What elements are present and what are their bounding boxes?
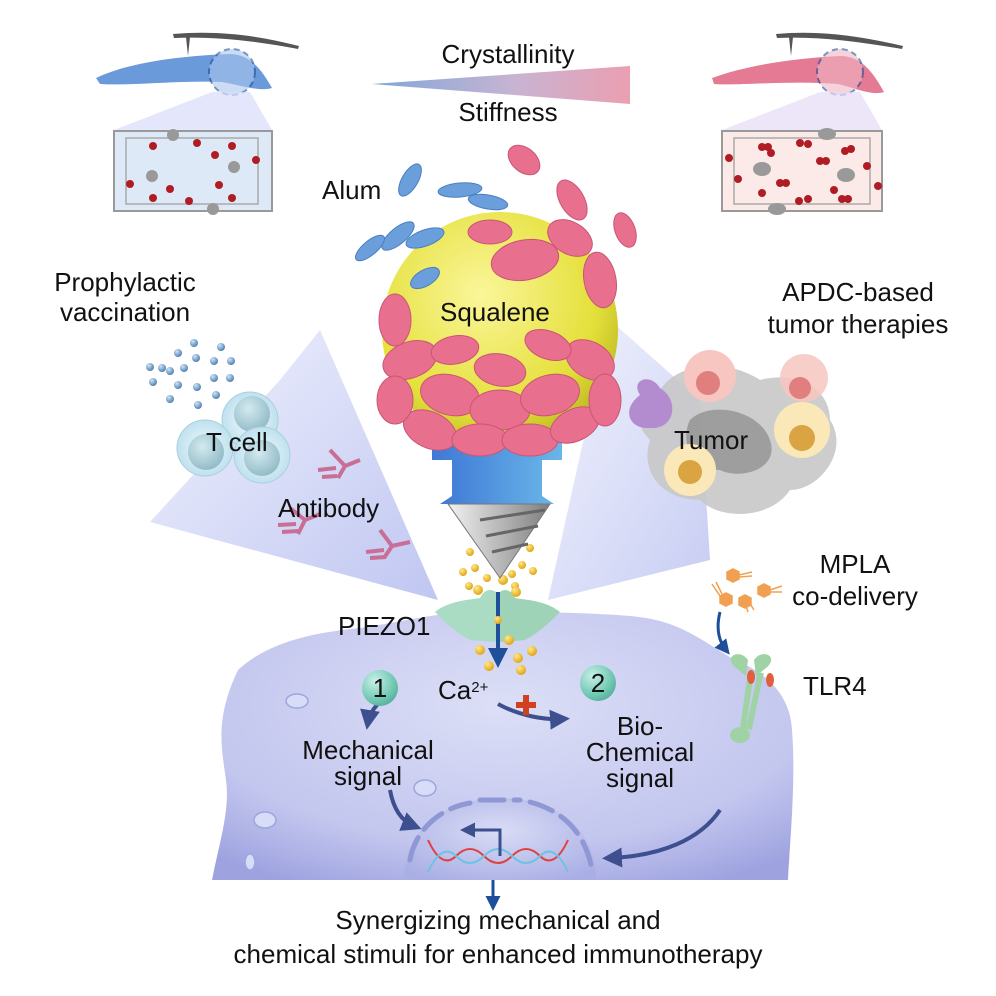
right-crystal-afm bbox=[712, 32, 903, 215]
tumor-label: Tumor bbox=[674, 425, 749, 455]
piezo1-label: PIEZO1 bbox=[338, 611, 431, 641]
apdc-title-line1: APDC-based bbox=[782, 277, 934, 307]
squalene-label: Squalene bbox=[440, 297, 550, 327]
drill-bit bbox=[447, 503, 551, 579]
step-1-badge: 1 bbox=[362, 670, 398, 706]
cell-membrane bbox=[212, 612, 794, 880]
step-1-number: 1 bbox=[372, 673, 388, 703]
blue-alum-plates bbox=[354, 163, 509, 290]
mpla-label-line2: co-delivery bbox=[792, 581, 918, 611]
left-light-beam bbox=[150, 330, 438, 600]
mechanical-signal-line2: signal bbox=[334, 761, 402, 791]
mechanical-signal-line1: Mechanical bbox=[302, 735, 434, 765]
gradient-wedge bbox=[372, 66, 630, 104]
mpla-label-line1: MPLA bbox=[819, 549, 891, 579]
mpla-molecules bbox=[711, 568, 783, 613]
prophylactic-title-line1: Prophylactic bbox=[54, 267, 196, 297]
step-2-badge: 2 bbox=[580, 665, 616, 701]
biochemical-signal-line3: signal bbox=[606, 763, 674, 793]
step-2-number: 2 bbox=[590, 668, 606, 698]
calcium-ion-label: Ca2+ bbox=[438, 676, 488, 704]
biochemical-signal-line2: Chemical bbox=[585, 737, 695, 767]
antibodies bbox=[277, 448, 411, 560]
apdc-title-line2: tumor therapies bbox=[767, 309, 949, 339]
antibody-label: Antibody bbox=[278, 493, 380, 523]
caption-line1: Synergizing mechanical and bbox=[335, 905, 661, 935]
tlr4-label: TLR4 bbox=[803, 671, 867, 701]
alum-label: Alum bbox=[322, 175, 382, 205]
t-cells bbox=[176, 391, 291, 484]
prophylactic-title-line2: vaccination bbox=[59, 297, 191, 327]
biochemical-signal-line1: Bio- bbox=[616, 711, 664, 741]
tlr4-receptor bbox=[730, 654, 774, 743]
caption-line2: chemical stimuli for enhanced immunother… bbox=[233, 939, 763, 969]
crystallinity-label: Crystallinity bbox=[441, 39, 575, 69]
antigen-dots bbox=[146, 339, 235, 409]
calcium-charge: 2+ bbox=[471, 679, 489, 696]
dna-helix bbox=[427, 839, 569, 873]
plus-icon bbox=[516, 695, 536, 715]
tcell-label: T cell bbox=[206, 427, 268, 457]
calcium-symbol: Ca bbox=[438, 675, 472, 705]
vesicles bbox=[244, 693, 437, 871]
holder-neck bbox=[440, 460, 554, 504]
stiffness-label: Stiffness bbox=[458, 97, 558, 127]
pink-alum-plates bbox=[376, 144, 637, 457]
tumor-cluster bbox=[629, 350, 837, 514]
left-crystal-afm bbox=[96, 32, 299, 215]
